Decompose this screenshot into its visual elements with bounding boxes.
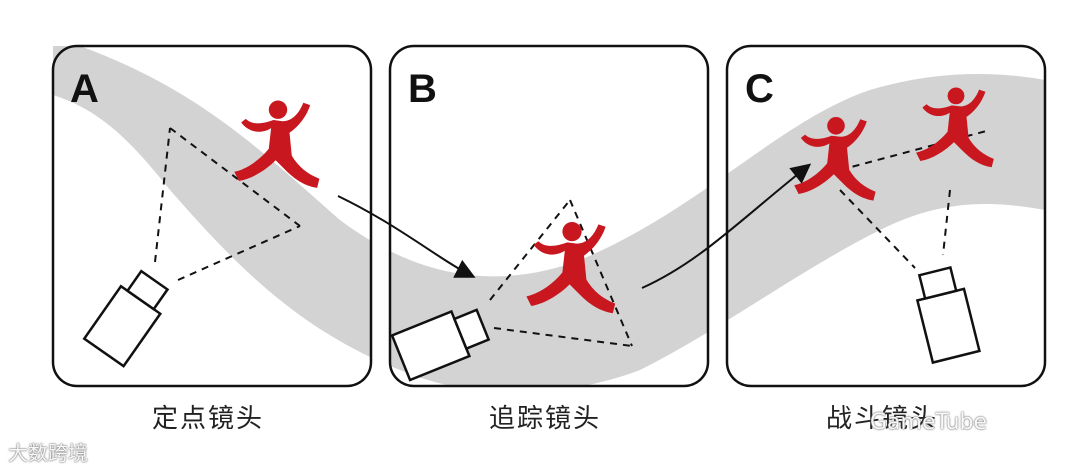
panel-c: C [725,44,1047,388]
panel-a: A [51,44,373,388]
camera-icon-a [82,269,170,368]
camera-frustum-a [154,127,301,281]
camera-icon-c [915,265,981,365]
panel-c-letter: C [745,67,774,111]
camera-icon-b [390,308,491,382]
camera-frustum-b [489,199,633,347]
caption-fixed-shot: 定点镜头 [151,404,264,434]
panel-b-letter: B [408,67,437,111]
panel-a-letter: A [70,67,99,111]
caption-tracking-shot: 追踪镜头 [488,404,601,434]
caption-combat-shot: 战斗镜头 [825,404,938,434]
camera-frustum-c [839,129,991,269]
watermark-right: GameTube [870,410,988,435]
panel-b: B [388,44,710,388]
gray-path-band [53,46,1045,393]
arrow-b-to-c [641,163,812,289]
watermark-left: 大数跨境 [8,441,88,465]
arrow-a-to-b [337,195,476,278]
